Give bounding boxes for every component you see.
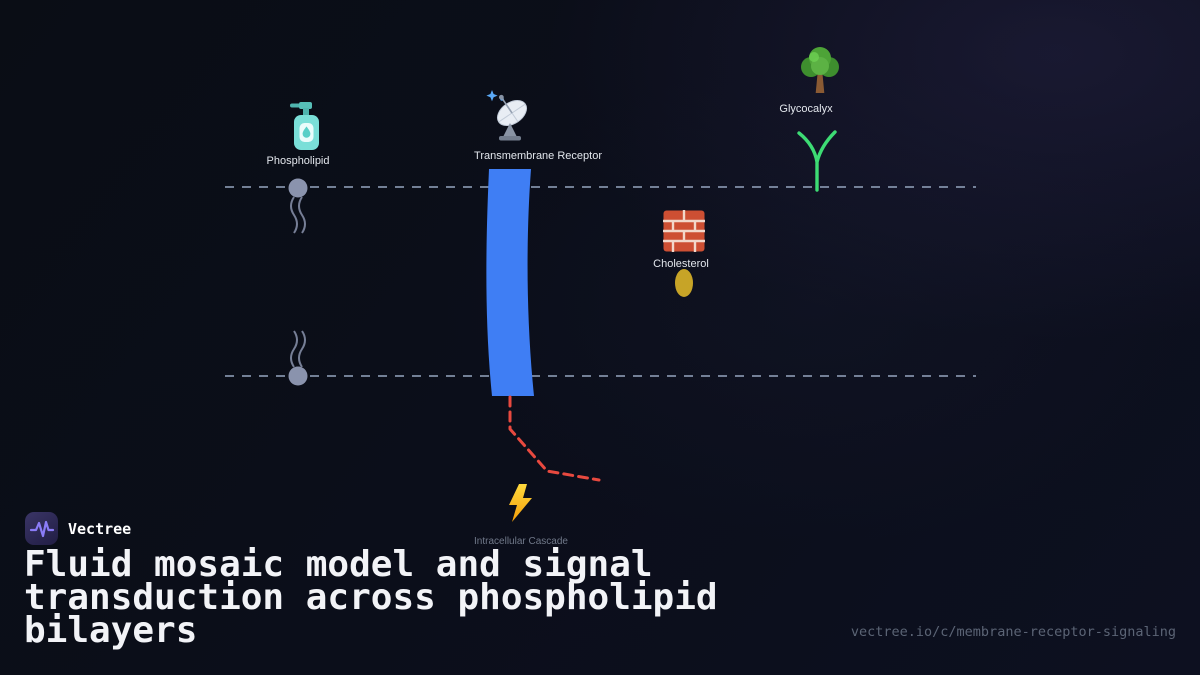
signal-cascade-path	[508, 395, 601, 482]
page-title: Fluid mosaic model and signal transducti…	[24, 544, 718, 651]
transmembrane-receptor-label: Transmembrane Receptor	[474, 150, 602, 162]
phospholipid-molecule-lower	[288, 330, 308, 386]
pulse-waveform-icon	[29, 520, 54, 537]
phospholipid-label: Phospholipid	[266, 155, 330, 167]
deciduous-tree-icon	[801, 47, 839, 93]
satellite-dish-icon	[486, 90, 528, 141]
brand-logo	[25, 512, 58, 545]
brick-wall-icon	[663, 210, 705, 252]
footer-url: vectree.io/c/membrane-receptor-signaling	[850, 624, 1176, 640]
lotion-bottle-icon	[290, 102, 319, 150]
glycocalyx-label: Glycocalyx	[779, 103, 833, 115]
membrane-line-lower	[225, 375, 976, 377]
lightning-bolt-icon	[509, 484, 532, 522]
brand-name: Vectree	[68, 520, 132, 538]
cholesterol-shape	[675, 269, 693, 297]
receptor-channel-shape	[486, 169, 534, 396]
phospholipid-molecule-upper	[288, 178, 308, 234]
membrane-line-upper	[225, 186, 976, 188]
intracellular-cascade-label: Intracellular Cascade	[474, 536, 568, 547]
cholesterol-label: Cholesterol	[653, 258, 709, 270]
glycocalyx-shape	[797, 130, 837, 192]
